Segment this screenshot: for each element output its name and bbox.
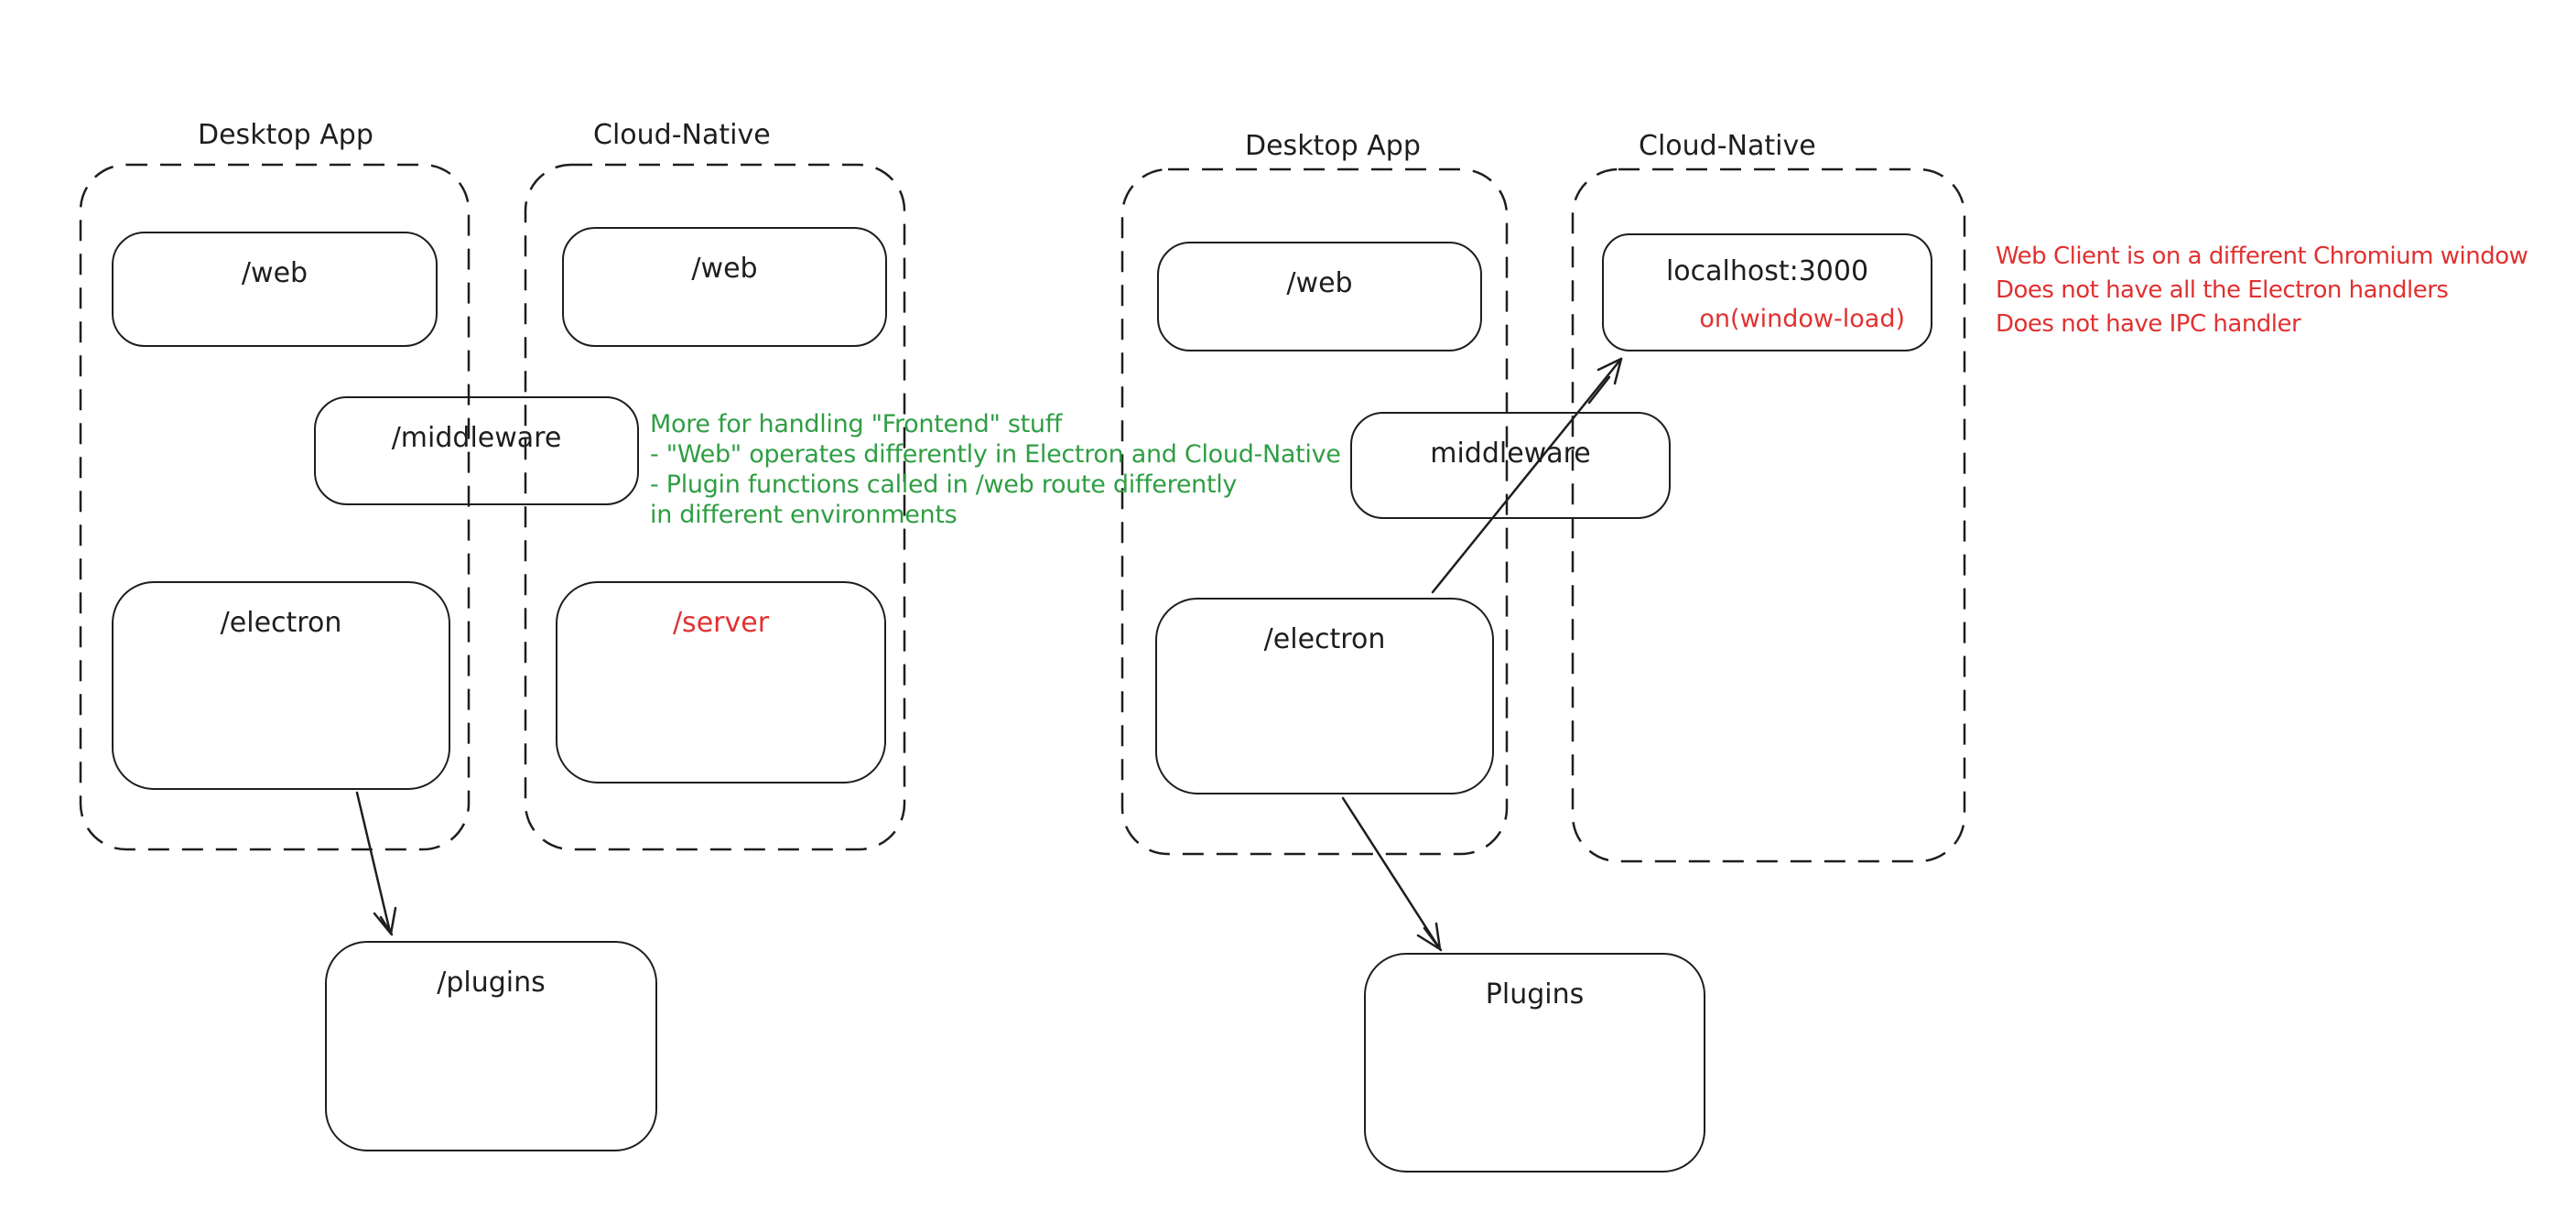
red-annotation-line: Web Client is on a different Chromium wi… [1996,243,2528,270]
node-middleware-left: /middleware [314,396,639,505]
node-label: /electron [220,607,342,639]
node-label: /web [1286,267,1353,299]
node-label: middleware [1430,438,1591,470]
node-label: /middleware [391,422,562,454]
node-label: /web [241,257,308,289]
node-electron-left: /electron [112,581,450,790]
on-window-load-label: on(window-load) [1699,305,1905,333]
arrow-electron-to-plugins-left [355,791,397,936]
left-cloud-native-label: Cloud-Native [593,119,771,151]
node-label: /server [672,607,770,639]
green-annotation-line: More for handling "Frontend" stuff [650,410,1063,438]
node-localhost-3000: localhost:3000 on(window-load) [1602,233,1932,351]
node-web-cloud-left: /web [562,227,887,347]
node-label: localhost:3000 [1665,255,1869,287]
node-web-desktop-left: /web [112,232,438,347]
right-desktop-app-label: Desktop App [1245,130,1421,162]
left-desktop-app-label: Desktop App [198,119,373,151]
red-annotation-line: Does not have all the Electron handlers [1996,276,2449,304]
node-electron-right: /electron [1155,598,1494,794]
green-annotation-line: in different environments [650,501,958,529]
node-label: /plugins [437,967,546,999]
node-plugins-right: Plugins [1364,953,1705,1173]
node-plugins-left: /plugins [325,941,657,1151]
node-label: Plugins [1485,978,1585,1010]
arrow-electron-to-plugins-right [1341,796,1443,952]
green-annotation-line: - Plugin functions called in /web route … [650,470,1238,499]
node-label: /electron [1263,623,1386,655]
red-annotation-line: Does not have IPC handler [1996,310,2301,338]
green-annotation-line: - "Web" operates differently in Electron… [650,440,1341,469]
node-server-left: /server [556,581,886,784]
node-middleware-right: middleware [1350,412,1671,519]
red-annotation: Web Client is on a different Chromium wi… [1996,240,2528,341]
node-label: /web [691,253,758,285]
green-annotation: More for handling "Frontend" stuff - "We… [650,409,1341,530]
node-web-right: /web [1157,242,1482,351]
right-cloud-native-label: Cloud-Native [1639,130,1816,162]
